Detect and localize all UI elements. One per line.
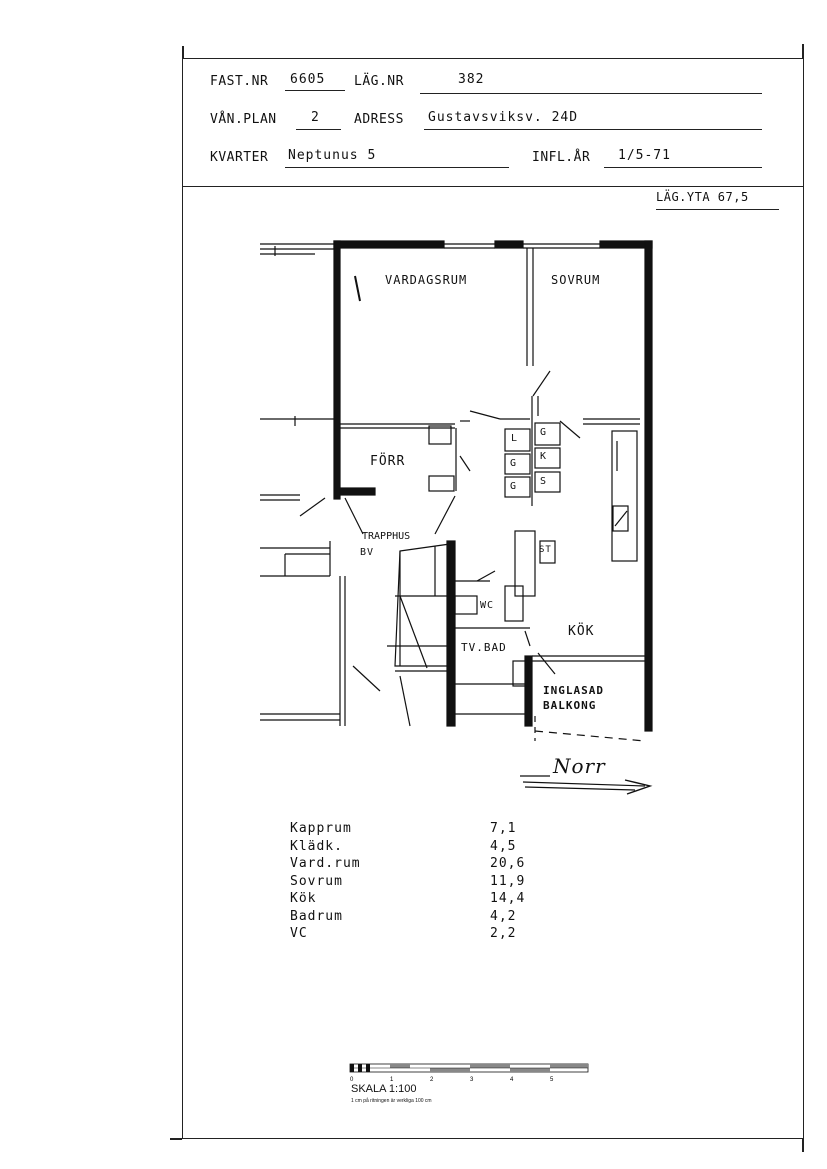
room-label-inglasad: INGLASAD [543, 684, 604, 697]
corner-tick [182, 46, 184, 58]
room-label-tvbad: TV.BAD [461, 641, 507, 654]
room-label-balkong: BALKONG [543, 699, 597, 712]
room-label-wc: WC [480, 600, 495, 611]
room-label-trapphus: TRAPPHUS [362, 531, 411, 542]
scale-tick: 4 [510, 1077, 514, 1083]
adress-value: Gustavsviksv. 24D [428, 110, 579, 125]
wall-kitchen-bottom [524, 655, 533, 727]
inflar-label: INFL.ÅR [532, 150, 591, 165]
wall-west-living [333, 240, 341, 500]
room-label-bv: BV [360, 547, 375, 558]
lagnr-value: 382 [458, 72, 485, 87]
floor-plan [260, 240, 653, 742]
wall-top-east [599, 240, 653, 249]
scale-note: 1 cm på ritningen är verkliga 100 cm [351, 1098, 432, 1104]
corner-tick [802, 1138, 804, 1152]
vanplan-value: 2 [311, 110, 320, 125]
wall-bath-west [446, 540, 456, 727]
kvarter-label: KVARTER [210, 150, 269, 165]
wall-east [644, 240, 653, 732]
kvarter-value: Neptunus 5 [288, 148, 377, 163]
wall-top-mid [494, 240, 524, 249]
corner-tick [170, 1138, 182, 1140]
north-arrow-icon [520, 775, 653, 795]
closet-label-g1: G [540, 427, 548, 438]
closet-label-g3: G [510, 481, 518, 492]
closet-label-k: K [540, 451, 548, 462]
scale-tick: 3 [470, 1077, 474, 1083]
fastnr-value: 6605 [290, 72, 326, 87]
vanplan-label: VÅN.PLAN [210, 112, 277, 127]
room-label-forr: FÖRR [370, 454, 406, 469]
sheet-frame [182, 58, 804, 1139]
scale-tick: 0 [350, 1077, 354, 1083]
closet-label-s: S [540, 476, 548, 487]
wall-forr-bottom [339, 487, 376, 496]
area-row: Klädk.4,5 [290, 838, 517, 854]
room-label-vardagsrum: VARDAGSRUM [385, 273, 468, 287]
room-label-sovrum: SOVRUM [551, 273, 601, 287]
frame-top-border [182, 58, 804, 59]
adress-label: ADRESS [354, 112, 404, 127]
room-label-st: ST [539, 545, 552, 555]
header-separator [182, 186, 804, 187]
scale-tick: 1 [390, 1077, 394, 1083]
inflar-value: 1/5-71 [618, 148, 671, 163]
lagnr-label: LÄG.NR [354, 74, 404, 89]
total-area-label: LÄG.YTA 67,5 [656, 190, 749, 204]
total-area-underline [656, 209, 779, 210]
vanplan-underline [296, 129, 341, 130]
adress-underline [424, 129, 762, 130]
fastnr-underline [285, 90, 345, 91]
closet-label-l: L [511, 433, 519, 444]
scale-tick: 5 [550, 1077, 554, 1083]
scale-tick: 2 [430, 1077, 434, 1083]
wall-top-living [333, 240, 445, 249]
lagnr-underline [420, 93, 762, 94]
scale-label: SKALA 1:100 [351, 1083, 417, 1095]
fastnr-label: FAST.NR [210, 74, 269, 89]
north-label: Norr [553, 754, 606, 778]
room-label-kok: KÖK [568, 624, 595, 639]
kvarter-underline [285, 167, 509, 168]
closet-label-g2: G [510, 458, 518, 469]
scale-bar: 0 1 2 3 4 5 [349, 1063, 589, 1083]
inflar-underline [604, 167, 762, 168]
corner-tick [802, 44, 804, 58]
